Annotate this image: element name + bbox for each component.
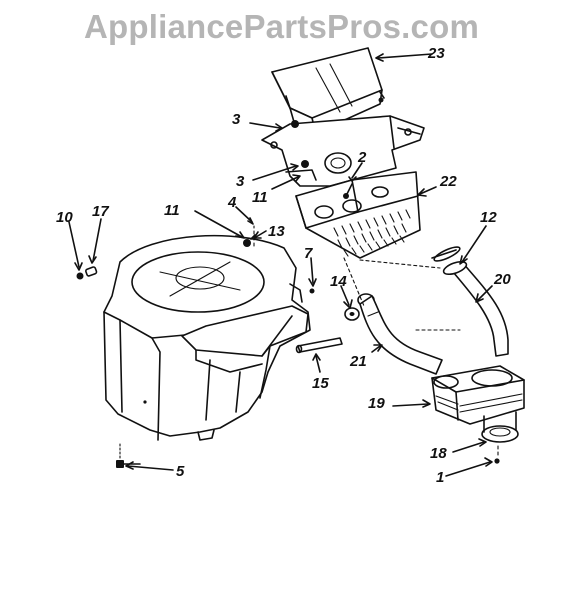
callout-labels: 3 3 11 2 23 22 11 4 13 10 17 7 14 15 21 … (56, 45, 511, 486)
callout-2: 2 (357, 149, 367, 166)
callout-11-upper: 11 (252, 189, 268, 206)
callout-3-lower: 3 (236, 173, 245, 190)
engine-shroud (103, 234, 311, 441)
callout-1: 1 (436, 469, 444, 486)
part-14-grommet (344, 307, 360, 321)
part-15-tube (295, 337, 343, 354)
callout-3-upper: 3 (232, 111, 241, 128)
callout-20: 20 (493, 271, 511, 288)
part-17-spacer (85, 266, 98, 277)
part-2-bolt (343, 183, 353, 199)
part-21-exhaust-pipe (357, 293, 443, 375)
part-1-screw (494, 458, 500, 464)
callout-13: 13 (268, 223, 285, 240)
callout-15: 15 (312, 375, 329, 392)
callout-22: 22 (439, 173, 457, 190)
callout-23: 23 (427, 45, 445, 62)
assembly-lines (253, 225, 499, 459)
callout-10: 10 (56, 209, 73, 226)
part-19-muffler (431, 365, 525, 425)
part-23-deflector-cover (271, 47, 385, 135)
part-22-heat-shield (295, 171, 421, 259)
part-18-outlet (481, 411, 519, 443)
site-watermark: AppliancePartsPros.com (83, 8, 480, 45)
part-5-bolt (116, 443, 141, 468)
callout-7: 7 (304, 245, 313, 262)
callout-5: 5 (176, 463, 185, 480)
callout-19: 19 (368, 395, 385, 412)
part-7-stud (309, 288, 315, 294)
callout-18: 18 (430, 445, 447, 462)
callout-14: 14 (330, 273, 347, 290)
part-20-exhaust-pipe (442, 260, 509, 357)
callout-leaders (68, 53, 493, 477)
callout-11-lower: 11 (164, 202, 180, 219)
part-12-gasket (431, 246, 461, 262)
part-10-nut (76, 272, 84, 280)
part-13-screw (243, 234, 256, 247)
callout-17: 17 (92, 203, 109, 220)
callout-4: 4 (227, 194, 237, 211)
callout-21: 21 (349, 353, 367, 370)
callout-12: 12 (480, 209, 497, 226)
mounting-bracket (261, 115, 425, 187)
